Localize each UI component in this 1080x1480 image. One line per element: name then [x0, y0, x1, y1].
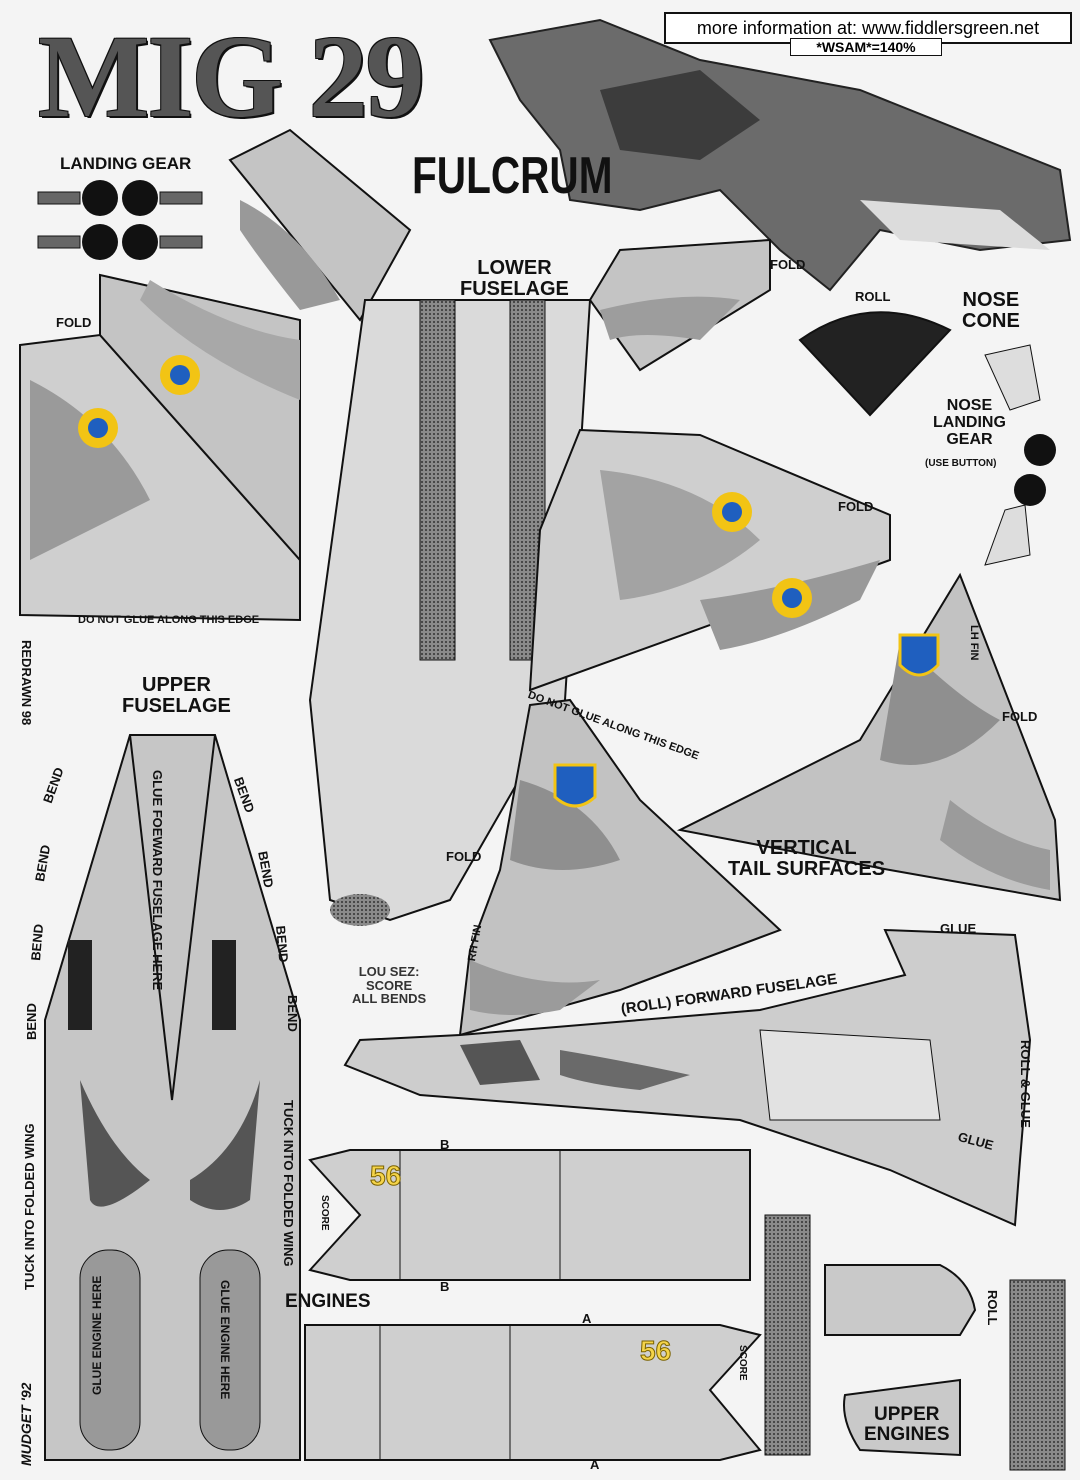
- landing-gear-label: LANDING GEAR: [60, 154, 192, 173]
- tuck-into-wing-label: TUCK INTO FOLDED WING: [281, 1100, 296, 1267]
- jet-photo: [488, 18, 1072, 292]
- page-subtitle: FULCRUM: [412, 147, 613, 205]
- fold-label: FOLD: [770, 257, 806, 272]
- rh-fin-part: [458, 698, 782, 1037]
- glue-forward-fuselage-label: GLUE FOEWARD FUSELAGE HERE: [150, 770, 165, 991]
- signature: MUDGET '92: [18, 1382, 34, 1466]
- mark-a: A: [590, 1457, 600, 1472]
- lh-fin-label: LH FIN: [968, 625, 980, 661]
- left-tail-plane: [228, 128, 412, 322]
- right-tail-plane: [588, 238, 771, 372]
- nose-landing-gear-part: [984, 344, 1056, 566]
- number-56: 56: [369, 1160, 402, 1192]
- roll-label: ROLL: [855, 289, 891, 304]
- fold-label: FOLD: [446, 849, 482, 864]
- glue-engine-label: GLUE ENGINE HERE: [218, 1280, 232, 1400]
- trident-insignia: [553, 633, 940, 808]
- mark-a: A: [582, 1311, 592, 1326]
- forward-fuselage-part: [343, 928, 1032, 1227]
- use-button-label: (USE BUTTON): [925, 458, 997, 469]
- glue-engine-label: GLUE ENGINE HERE: [90, 1275, 104, 1395]
- scale-note: *WSAM*=140%: [790, 38, 942, 56]
- upper-engines-part: [764, 1214, 1066, 1471]
- right-wing: [528, 428, 891, 692]
- fold-label: FOLD: [838, 499, 874, 514]
- bend-label: BEND: [28, 923, 47, 962]
- fold-label: FOLD: [56, 315, 92, 330]
- engine-part-upper: [308, 1149, 751, 1281]
- bend-label: BEND: [285, 995, 300, 1032]
- score-label: SCORE: [319, 1195, 330, 1231]
- page-title: MIG 29: [38, 11, 425, 142]
- redrawn-label: REDRAWN 98: [19, 640, 34, 726]
- roll-label: ROLL: [985, 1290, 1000, 1326]
- left-wing: [19, 273, 301, 622]
- engines-label: ENGINES: [285, 1291, 371, 1312]
- landing-gear-parts: [37, 180, 203, 260]
- number-56: 56: [639, 1335, 672, 1367]
- mark-b: B: [440, 1279, 450, 1294]
- upper-fuselage-part: [44, 734, 301, 1461]
- roundel-markings: [78, 355, 812, 618]
- roll-and-glue-label: ROLL & GLUE: [1018, 1040, 1033, 1128]
- fold-label: FOLD: [1002, 709, 1038, 724]
- tuck-into-wing-label: TUCK INTO FOLDED WING: [22, 1123, 37, 1290]
- mark-b: B: [440, 1137, 450, 1152]
- bend-label: BEND: [273, 925, 292, 964]
- score-label: SCORE: [737, 1345, 748, 1381]
- engine-part-lower: [304, 1324, 762, 1461]
- bend-label: BEND: [24, 1003, 39, 1040]
- do-not-glue-label: DO NOT GLUE ALONG THIS EDGE: [78, 614, 260, 626]
- glue-label: GLUE: [940, 921, 977, 936]
- nose-cone-part: [798, 311, 952, 417]
